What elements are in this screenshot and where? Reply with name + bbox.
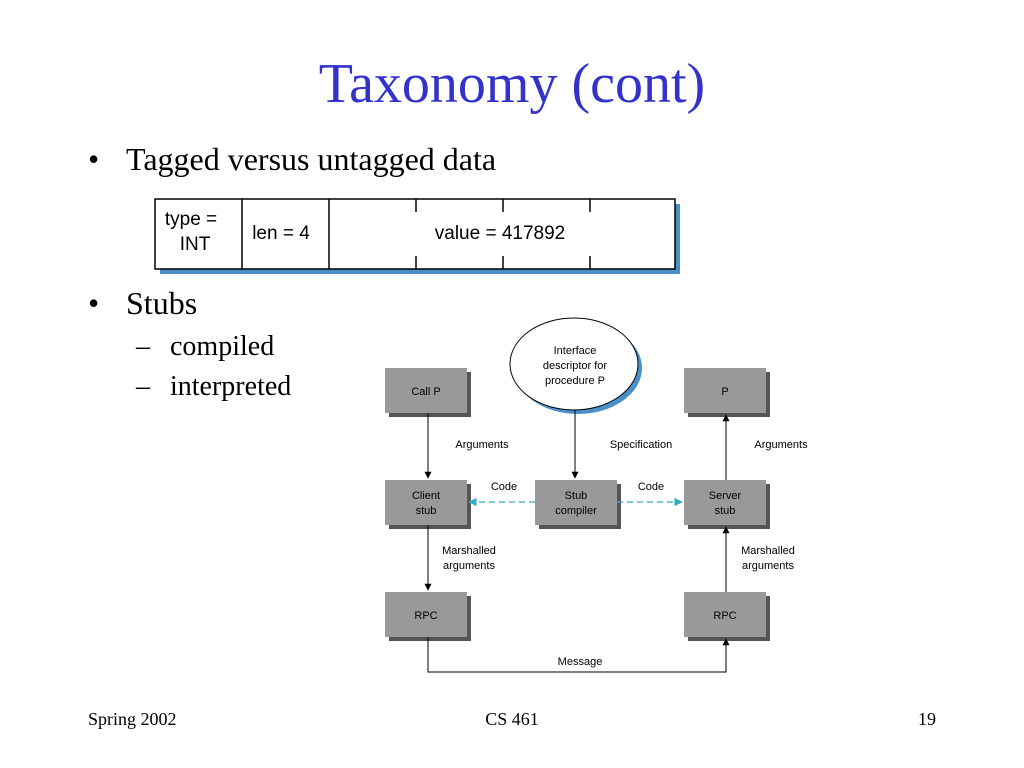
label-marshalled-left: Marshalled: [442, 545, 496, 557]
server-stub-label: Server: [709, 490, 742, 502]
record-type-label: type =: [165, 209, 217, 230]
record-value-label: value = 417892: [435, 223, 565, 244]
footer-center: CS 461: [485, 709, 539, 729]
stub-compiler-box: [535, 480, 617, 525]
p-label: P: [721, 386, 728, 398]
interface-descriptor-ellipse: [509, 317, 639, 411]
bullet-text: Tagged versus untagged data: [126, 141, 497, 177]
sub-bullet-text: compiled: [170, 331, 275, 362]
label-specification: Specification: [610, 439, 672, 451]
bullet-mark: •: [88, 141, 100, 177]
sub-bullet-compiled: –compiled: [136, 330, 274, 364]
footer-left: Spring 2002: [88, 709, 177, 729]
stub-compiler-label: Stub: [565, 490, 588, 502]
label-marshalled-right: arguments: [742, 560, 794, 572]
label-code-right: Code: [638, 481, 664, 493]
arrow-message: [427, 637, 730, 673]
bullet-mark: •: [88, 285, 100, 321]
rpc-right-box: [684, 592, 766, 637]
label-marshalled-right: Marshalled: [741, 545, 795, 557]
sub-bullet-interpreted: –interpreted: [136, 370, 291, 404]
server-stub-label: stub: [715, 505, 736, 517]
rpc-right-label: RPC: [713, 610, 736, 622]
label-code-left: Code: [491, 481, 517, 493]
label-marshalled-left: arguments: [443, 560, 495, 572]
stub-compiler-label: compiler: [555, 505, 597, 517]
sub-bullet-text: interpreted: [170, 371, 292, 402]
interface-descriptor-label: Interface: [554, 345, 597, 357]
sub-bullet-mark: –: [136, 331, 150, 362]
bullet-tagged-data: • Tagged versus untagged data: [88, 140, 496, 178]
client-stub-label: stub: [416, 505, 437, 517]
call-p-label: Call P: [411, 386, 440, 398]
label-arguments-left: Arguments: [455, 439, 509, 451]
footer-page-number: 19: [918, 709, 936, 729]
server-stub-box: [684, 480, 766, 525]
interface-descriptor-label: descriptor for: [543, 360, 608, 372]
p-box: [684, 368, 766, 413]
rpc-left-label: RPC: [414, 610, 437, 622]
tagged-record-figure: type = INT len = 4 value = 417892: [154, 198, 680, 274]
interface-descriptor-label: procedure P: [545, 375, 605, 387]
record-len-label: len = 4: [252, 223, 310, 244]
client-stub-label: Client: [412, 490, 440, 502]
client-stub-box: [385, 480, 467, 525]
bullet-text: Stubs: [126, 285, 198, 321]
sub-bullet-mark: –: [136, 371, 150, 402]
label-message: Message: [558, 656, 603, 668]
label-arguments-right: Arguments: [754, 439, 808, 451]
slide-title: Taxonomy (cont): [318, 53, 706, 115]
bullet-stubs: • Stubs: [88, 284, 197, 322]
rpc-left-box: [385, 592, 467, 637]
record-type-value: INT: [180, 234, 211, 255]
call-p-box: [385, 368, 467, 413]
